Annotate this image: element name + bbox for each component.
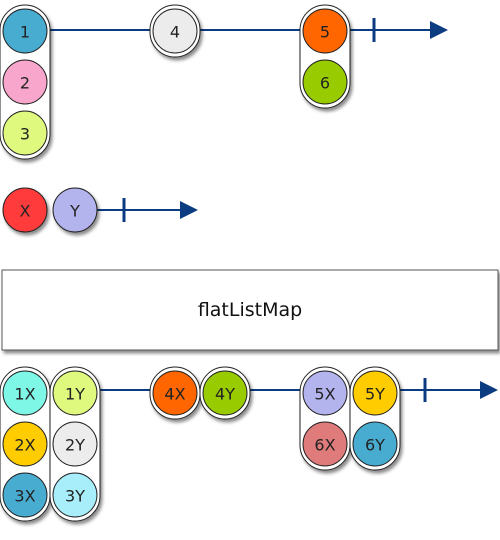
marble-circle bbox=[302, 370, 348, 416]
result-timeline: 1X 2X 3X 1Y 2Y 3Y 4X 4Y 5X 6X 5Y 6Y bbox=[0, 366, 498, 522]
marble-circle bbox=[152, 8, 198, 54]
marble-circle bbox=[352, 421, 398, 467]
operator-box: flatListMap bbox=[1, 269, 499, 351]
operator-label: flatListMap bbox=[198, 299, 302, 321]
marble-circle bbox=[52, 187, 98, 233]
marble-label: 3 bbox=[20, 125, 30, 144]
marble-circle bbox=[352, 370, 398, 416]
marble: 2X bbox=[2, 421, 48, 467]
marble-circle bbox=[2, 472, 48, 518]
marble-group: 4Y bbox=[199, 366, 251, 420]
marble-label: 1X bbox=[14, 385, 35, 404]
marble: 4X bbox=[152, 370, 198, 416]
marble-label: 2 bbox=[20, 74, 30, 93]
marble-circle bbox=[202, 370, 248, 416]
marble: 6Y bbox=[352, 421, 398, 467]
marble-circle bbox=[152, 370, 198, 416]
marble: 6 bbox=[302, 59, 348, 105]
marble-circle bbox=[2, 187, 48, 233]
marble-circle bbox=[2, 110, 48, 156]
marble: 3Y bbox=[52, 472, 98, 518]
marble-label: 4Y bbox=[215, 385, 235, 404]
marble: Y bbox=[52, 187, 98, 233]
marble-label: 3X bbox=[14, 487, 35, 506]
marble: 1 bbox=[2, 8, 48, 54]
source-timeline-arrow bbox=[430, 21, 448, 39]
marble: 5X bbox=[302, 370, 348, 416]
marble-group: 4 bbox=[149, 4, 201, 58]
marble-label: X bbox=[20, 202, 31, 221]
marble-label: 1Y bbox=[65, 385, 85, 404]
marble: 6X bbox=[302, 421, 348, 467]
marble: 3X bbox=[2, 472, 48, 518]
marble-group: 1 2 3 bbox=[0, 4, 51, 160]
marble-circle bbox=[2, 370, 48, 416]
marble-circle bbox=[2, 8, 48, 54]
marble-circle bbox=[302, 59, 348, 105]
marble-label: 6 bbox=[320, 74, 330, 93]
marble-label: 5 bbox=[320, 23, 330, 42]
marble-group: 5X 6X bbox=[299, 366, 351, 471]
marble-circle bbox=[52, 370, 98, 416]
marble-label: 4 bbox=[170, 23, 180, 42]
marble: 2 bbox=[2, 59, 48, 105]
marble-circle bbox=[52, 421, 98, 467]
marble-label: 3Y bbox=[65, 487, 85, 506]
marble-circle bbox=[2, 59, 48, 105]
marble: X bbox=[2, 187, 48, 233]
marble-label: Y bbox=[69, 202, 80, 221]
marble-group: 4X bbox=[149, 366, 201, 420]
marble-circle bbox=[302, 8, 348, 54]
marble: 2Y bbox=[52, 421, 98, 467]
marble-circle bbox=[52, 472, 98, 518]
marble: 3 bbox=[2, 110, 48, 156]
marble: 5 bbox=[302, 8, 348, 54]
marble-label: 5Y bbox=[365, 385, 385, 404]
marble: 4Y bbox=[202, 370, 248, 416]
marble-group: 1Y 2Y 3Y bbox=[49, 366, 101, 522]
marble-circle bbox=[2, 421, 48, 467]
marble-label: 2X bbox=[14, 436, 35, 455]
marble: 1Y bbox=[52, 370, 98, 416]
marble-label: 6X bbox=[314, 436, 335, 455]
result-timeline-arrow bbox=[480, 381, 498, 399]
marble-label: 2Y bbox=[65, 436, 85, 455]
marble-label: 1 bbox=[20, 23, 30, 42]
marble-group: 56 bbox=[299, 4, 351, 109]
marble-label: 6Y bbox=[365, 436, 385, 455]
marble: 4 bbox=[152, 8, 198, 54]
marble-circle bbox=[302, 421, 348, 467]
marble-group: 1X 2X 3X bbox=[0, 366, 51, 522]
marble-label: 5X bbox=[314, 385, 335, 404]
marble-group: 5Y 6Y bbox=[349, 366, 401, 471]
marble: 5Y bbox=[352, 370, 398, 416]
list-timeline-arrow bbox=[180, 201, 198, 219]
marble-label: 4X bbox=[164, 385, 185, 404]
marble: 1X bbox=[2, 370, 48, 416]
